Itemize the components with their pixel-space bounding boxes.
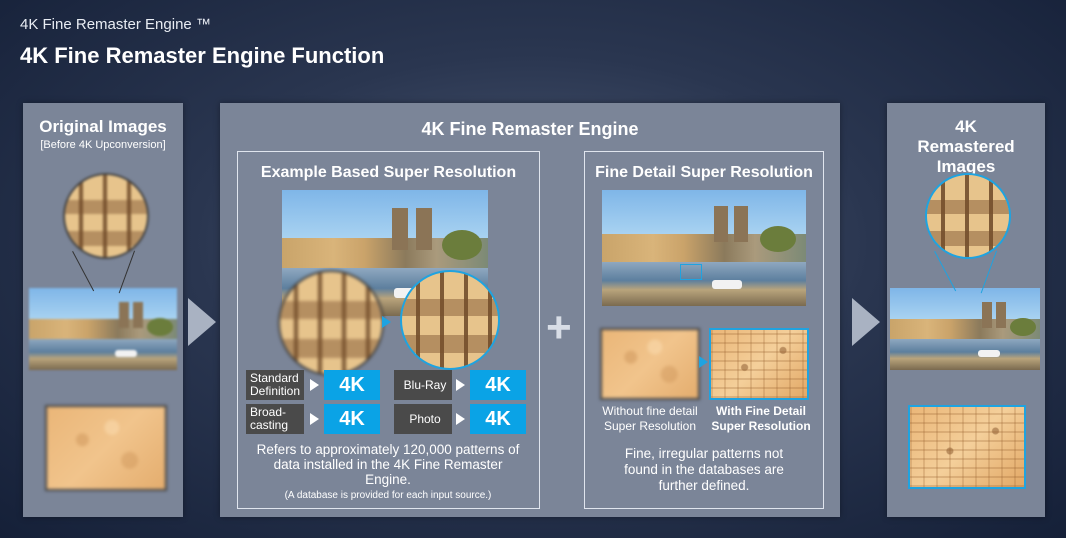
remastered-texture-crop bbox=[908, 405, 1026, 489]
remastered-zoom-circle bbox=[925, 173, 1011, 259]
example-sharp-circle bbox=[400, 270, 500, 370]
source-label: Blu-Ray bbox=[394, 370, 452, 400]
original-photo bbox=[29, 288, 177, 370]
without-detail-crop bbox=[600, 328, 700, 400]
flow-arrow-icon bbox=[188, 298, 216, 346]
remastered-images-panel: 4K Remastered Images bbox=[887, 103, 1045, 517]
example-based-title: Example Based Super Resolution bbox=[238, 164, 539, 182]
play-arrow-icon bbox=[382, 316, 391, 328]
connector-line bbox=[981, 251, 997, 294]
without-detail-label: Without fine detail Super Resolution bbox=[597, 404, 703, 434]
fine-detail-description: Fine, irregular patterns not found in th… bbox=[609, 446, 799, 494]
page-title: 4K Fine Remaster Engine Function bbox=[20, 43, 384, 69]
connector-line bbox=[72, 251, 94, 291]
original-images-subtitle: [Before 4K Upconversion] bbox=[23, 139, 183, 151]
output-4k-badge: 4K bbox=[470, 404, 526, 434]
example-description: Refers to approximately 120,000 patterns… bbox=[256, 442, 520, 487]
remastered-photo bbox=[890, 288, 1040, 370]
arrow-icon bbox=[310, 379, 319, 391]
example-footnote: (A database is provided for each input s… bbox=[246, 490, 530, 501]
play-arrow-icon bbox=[699, 356, 708, 368]
plus-icon: + bbox=[546, 303, 572, 353]
fine-detail-box: Fine Detail Super Resolution Without fin… bbox=[584, 151, 824, 509]
with-detail-label: With Fine Detail Super Resolution bbox=[705, 404, 817, 434]
original-images-panel: Original Images [Before 4K Upconversion] bbox=[23, 103, 183, 517]
output-4k-badge: 4K bbox=[324, 370, 380, 400]
arrow-icon bbox=[456, 379, 465, 391]
engine-panel: 4K Fine Remaster Engine Example Based Su… bbox=[220, 103, 840, 517]
example-blurred-circle bbox=[278, 270, 384, 376]
flow-arrow-icon bbox=[852, 298, 880, 346]
arrow-icon bbox=[310, 413, 319, 425]
with-detail-crop bbox=[709, 328, 809, 400]
output-4k-badge: 4K bbox=[324, 404, 380, 434]
original-texture-crop bbox=[45, 405, 167, 491]
output-4k-badge: 4K bbox=[470, 370, 526, 400]
remastered-images-title: 4K Remastered Images bbox=[906, 117, 1026, 177]
source-label: Photo bbox=[394, 404, 452, 434]
source-label: Standard Definition bbox=[246, 370, 304, 400]
source-label: Broad-casting bbox=[246, 404, 304, 434]
connector-line bbox=[934, 251, 956, 291]
arrow-icon bbox=[456, 413, 465, 425]
engine-title: 4K Fine Remaster Engine bbox=[220, 119, 840, 140]
fine-detail-title: Fine Detail Super Resolution bbox=[585, 164, 823, 182]
original-images-title: Original Images bbox=[23, 117, 183, 137]
connector-line bbox=[119, 251, 135, 294]
example-based-box: Example Based Super Resolution Standard … bbox=[237, 151, 540, 509]
super-title: 4K Fine Remaster Engine ™ bbox=[20, 16, 211, 33]
fine-photo bbox=[602, 190, 806, 306]
original-zoom-circle bbox=[63, 173, 149, 259]
